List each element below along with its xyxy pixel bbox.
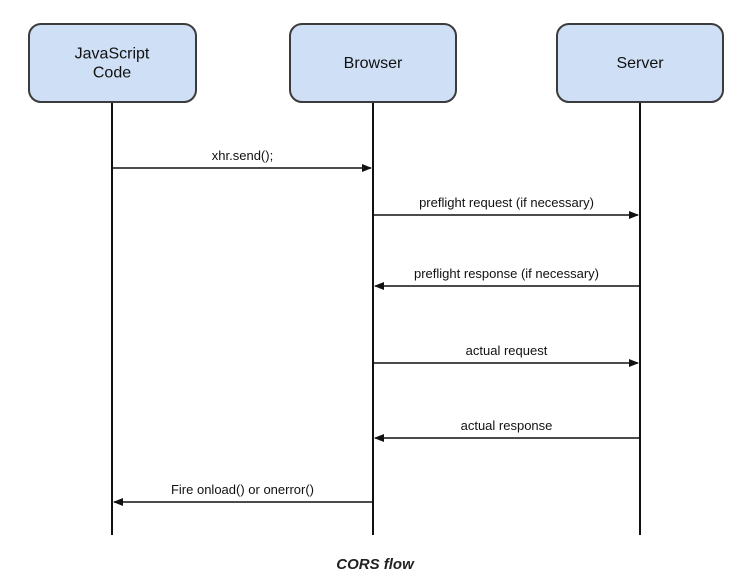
message-label-3: preflight response (if necessary) — [414, 266, 599, 281]
actor-label-js: Code — [93, 65, 131, 82]
message-label-6: Fire onload() or onerror() — [171, 482, 314, 497]
actor-box-server — [556, 23, 724, 103]
message-label-2: preflight request (if necessary) — [419, 195, 594, 210]
actor-box-browser — [289, 23, 457, 103]
actor-box-js — [28, 23, 197, 103]
message-label-4: actual request — [466, 343, 548, 358]
message-label-5: actual response — [461, 418, 553, 433]
message-label-1: xhr.send(); — [212, 148, 273, 163]
actor-label-browser: Browser — [344, 55, 403, 72]
diagram-caption: CORS flow — [336, 556, 414, 573]
actor-label-js: JavaScript — [75, 46, 150, 63]
actor-label-server: Server — [616, 55, 664, 72]
